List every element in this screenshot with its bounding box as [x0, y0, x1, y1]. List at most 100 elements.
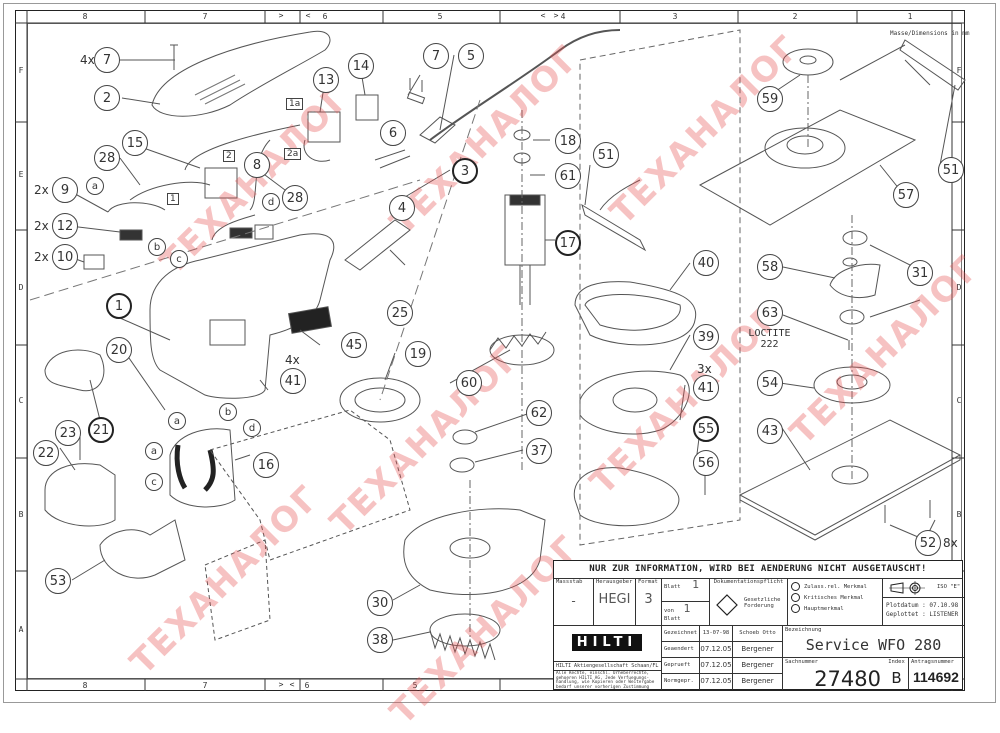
herausgeber-label: Herausgeber — [596, 579, 633, 585]
part-gear-38 — [429, 613, 501, 647]
part-capacitor — [204, 167, 238, 199]
zone-col-5: 5 — [437, 12, 443, 21]
merkmal-kritisch-label: Kritisches Merkmal — [804, 595, 864, 601]
qty-label: 2x — [34, 219, 49, 233]
index-label: Index — [888, 659, 905, 665]
index-cell: Index B — [885, 658, 909, 690]
iso-label: ISO "E" — [937, 584, 961, 590]
antrag-cell: Antragsnummer 114692 — [909, 658, 964, 690]
sachnummer-label: Sachnummer — [785, 659, 819, 665]
zone-row-F: F — [18, 66, 24, 75]
qty-label: 2x — [34, 183, 49, 197]
callout-54: 54 — [757, 370, 783, 396]
callout-58: 58 — [757, 254, 783, 280]
bezeichnung-cell: Bezeichnung Service WFO 280 — [783, 626, 964, 658]
callout-9: 9 — [52, 177, 78, 203]
wire-callout-b: b — [148, 238, 166, 256]
part-clamp-51 — [581, 203, 647, 252]
part-dust-nozzle — [99, 519, 186, 579]
bezeichnung-label: Bezeichnung — [785, 627, 822, 633]
callout-57: 57 — [893, 182, 919, 208]
callout-18: 18 — [555, 128, 581, 154]
diamond-icon — [716, 594, 738, 616]
qty-label: 8x — [943, 536, 958, 550]
part-seal-55 — [573, 467, 680, 527]
zone-marker-right-2: < — [540, 11, 546, 20]
doku-value: Gesetzliche Forderung — [744, 597, 781, 609]
part-cable-28 — [129, 181, 211, 201]
exploded-view — [29, 29, 966, 661]
callout-40: 40 — [693, 250, 719, 276]
qty-label: 2x — [34, 250, 49, 264]
merkmal-zulass-label: Zulass.rel. Merkmal — [804, 584, 867, 590]
callout-21: 21 — [88, 417, 114, 443]
callout-41b: 41 — [693, 375, 719, 401]
part-ring-19 — [339, 377, 421, 423]
part-seal-40 — [574, 281, 697, 346]
callout-28b: 28 — [282, 185, 308, 211]
zone-marker-left: > — [278, 11, 284, 20]
gezeichnet-name: Schoeb Otto — [739, 630, 776, 636]
title-block: NUR ZUR INFORMATION, WIRD BEI AENDERUNG … — [553, 560, 964, 690]
callout-12: 12 — [52, 213, 78, 239]
callout-53: 53 — [45, 568, 71, 594]
blatt-value: 1 — [692, 578, 700, 591]
zone-row-A: A — [18, 625, 24, 634]
zone-col-6-bottom: 6 — [304, 681, 310, 690]
format-cell: Format 3 — [636, 578, 662, 626]
callout-52: 52 — [915, 530, 941, 556]
callout-13: 13 — [313, 67, 339, 93]
part-pad-59 — [782, 48, 834, 76]
part-side-cover — [44, 349, 105, 392]
drawing-sheet — [3, 3, 996, 703]
part-bearing-31 — [842, 230, 868, 246]
wire-callout-b-stator: b — [219, 403, 237, 421]
part-bracket-39 — [579, 370, 690, 435]
zone-col-8: 8 — [82, 12, 88, 21]
projection-cell: ISO "E" — [883, 578, 964, 598]
qty-label: 3x — [697, 362, 712, 376]
geprueft-date: 07.12.05 — [700, 661, 732, 669]
callout-22: 22 — [33, 440, 59, 466]
part-base-plate-57 — [698, 109, 917, 226]
callout-38: 38 — [367, 627, 393, 653]
part-top-cover — [151, 30, 331, 117]
part-pad-45 — [287, 306, 333, 334]
callout-8: 8 — [244, 152, 270, 178]
callout-1: 1 — [106, 293, 132, 319]
callout-45: 45 — [341, 332, 367, 358]
merkmal-zulass: Zulass.rel. Merkmal — [791, 582, 867, 593]
zone-row-B-right: B — [956, 510, 962, 519]
wire-callout-d-stator: d — [243, 419, 261, 437]
merkmal-kritisch: Kritisches Merkmal — [791, 593, 867, 604]
normgepr-date: 07.12.05 — [700, 677, 732, 685]
zone-row-C: C — [18, 396, 24, 405]
herausgeber-value: HEGI — [598, 592, 631, 607]
info-notice: NUR ZUR INFORMATION, WIRD BEI AENDERUNG … — [554, 561, 962, 579]
antrag-value: 114692 — [913, 669, 959, 685]
wire-label-1: 1 — [167, 193, 179, 205]
merkmal-cell: Zulass.rel. Merkmal Kritisches Merkmal H… — [788, 578, 883, 626]
row-normgepr-date: 07.12.05 — [700, 674, 733, 690]
callout-31: 31 — [907, 260, 933, 286]
index-value: B — [891, 669, 902, 687]
brand-cell: HILTI — [554, 626, 662, 662]
zone-row-C-right: C — [956, 396, 962, 405]
part-circlip — [452, 429, 478, 445]
part-brush-holder — [83, 254, 105, 270]
part-brush-cable — [107, 202, 166, 213]
doku-cell: Dokumentationspflicht Gesetzliche Forder… — [710, 578, 788, 626]
part-eccentric — [829, 263, 881, 298]
geplottet-value: LISTENER — [929, 611, 959, 618]
callout-37: 37 — [526, 438, 552, 464]
row-normgepr-label: Normgepr. — [662, 674, 700, 690]
row-gezeichnet-label: Gezeichnet — [662, 626, 700, 642]
wire-callout-a2: a — [145, 442, 163, 460]
part-cable-clamp — [406, 91, 426, 105]
callout-20: 20 — [106, 337, 132, 363]
qty-label: 4x — [285, 353, 300, 367]
callout-7b: 7 — [423, 43, 449, 69]
merkmal-haupt: Hauptmerkmal — [791, 604, 867, 615]
loctite-note-line2: 222 — [760, 339, 779, 350]
wire-label-2: 2 — [223, 150, 235, 162]
